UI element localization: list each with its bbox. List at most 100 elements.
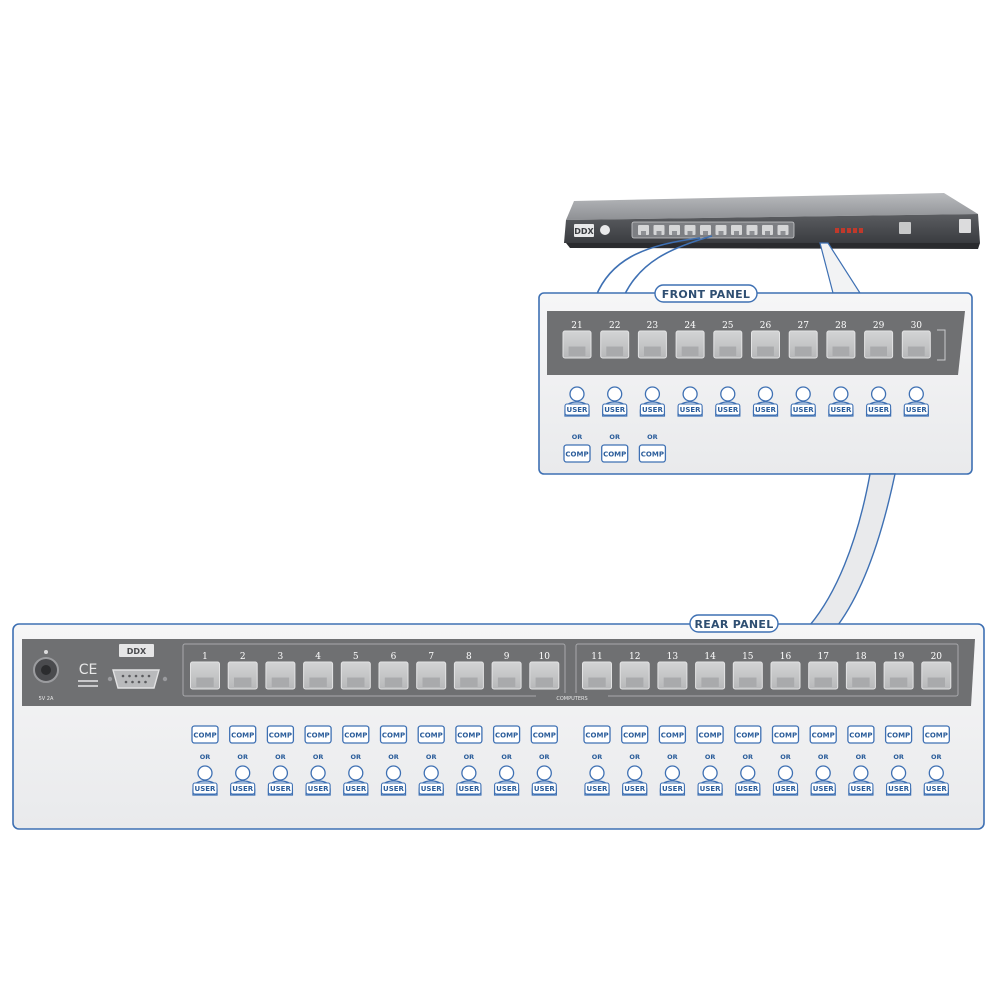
port-number: 21 [571,321,582,331]
user-head [423,765,439,781]
port-number: 26 [760,321,772,331]
port: 26 [751,321,780,359]
connector-line-left [595,237,701,297]
user-label-box [380,782,407,795]
user-label-box [772,782,799,795]
user-label-box [343,782,369,795]
comp-box [847,725,875,744]
comp-label: COMP [661,732,684,740]
port-number: 28 [835,321,847,331]
user-label: USER [195,785,217,793]
port: 29 [864,321,894,359]
user-label-box [715,403,741,416]
serial-pin [141,674,144,678]
device-port-slot [672,231,677,235]
user-label: USER [793,406,815,414]
rj45-jack-slot [832,346,850,356]
user-label-box [886,782,912,795]
comp-label: COMP [623,732,646,740]
rj45-jack-slot [535,677,553,687]
comp-box [601,444,629,463]
or-label: OR [237,753,248,761]
or-label: OR [647,433,658,441]
user-head [664,765,681,781]
power-label: 5V 2A [39,696,54,702]
rj45-jack-slot [776,677,795,687]
user-icon: USER [267,765,294,796]
port: 8 [453,652,484,690]
port: 11 [582,652,612,690]
user-label: USER [850,785,872,793]
user-label: USER [775,785,797,793]
device-brand-mark [959,219,971,233]
or-label: OR [609,433,620,441]
user-label-box [456,782,482,795]
port: 23 [637,321,667,359]
device-logo-badge [574,224,594,237]
user-head [272,765,289,781]
device-port-slot [687,231,693,235]
or-label: OR [818,753,829,761]
or-label: OR [931,753,942,761]
or-label: OR [388,753,399,761]
rj45-jack-slot [870,346,887,356]
comp-icon: COMP [342,725,370,744]
user-label: USER [680,406,702,414]
device-port-slot [641,231,646,235]
rj45-jack-slot [757,346,774,356]
user-head [461,765,477,781]
or-label: OR [351,753,362,761]
user-label-box [810,782,836,795]
user-icon: USER [659,765,686,796]
rj45-jack-slot [644,346,661,356]
computers-caption-bg [536,693,608,701]
device-top-surface [566,193,978,220]
user-icon: USER [865,386,892,417]
port-number: 10 [539,652,551,662]
user-label-box [418,782,444,795]
serial-pin [128,674,131,678]
regulatory-text-line-1 [78,680,98,682]
or-label: OR [705,753,716,761]
user-label-box [848,782,874,795]
user-head [908,386,924,402]
port-number: 12 [629,652,640,662]
user-head [815,765,831,781]
user-icon: USER [677,386,703,417]
serial-pin [121,674,125,678]
comp-label: COMP [533,732,556,740]
port: 10 [529,652,560,690]
rj45-jack-slot [568,346,586,356]
port: 14 [695,652,726,690]
port-number: 6 [391,652,397,662]
user-label-box [866,403,892,416]
serial-pin [124,680,128,684]
user-label: USER [458,785,480,793]
user-label-box [752,403,779,416]
power-indicator-dot [44,650,48,654]
comp-icon: COMP [658,725,687,744]
comp-icon: COMP [266,725,295,744]
port-number: 18 [855,652,867,662]
comp-label: COMP [812,732,835,740]
comp-icon: COMP [621,725,649,744]
user-head [569,386,585,402]
comp-icon: COMP [847,725,875,744]
user-icon: USER [602,386,628,417]
user-label-box [622,782,648,795]
user-head [702,765,718,781]
comp-box [922,725,950,744]
comp-box [884,725,913,744]
user-icon: USER [380,765,407,796]
comp-box [455,725,483,744]
device-bottom-edge [566,243,980,249]
device-port [638,225,649,235]
user-label: USER [604,406,626,414]
comp-box [563,444,591,463]
comp-label: COMP [457,732,480,740]
